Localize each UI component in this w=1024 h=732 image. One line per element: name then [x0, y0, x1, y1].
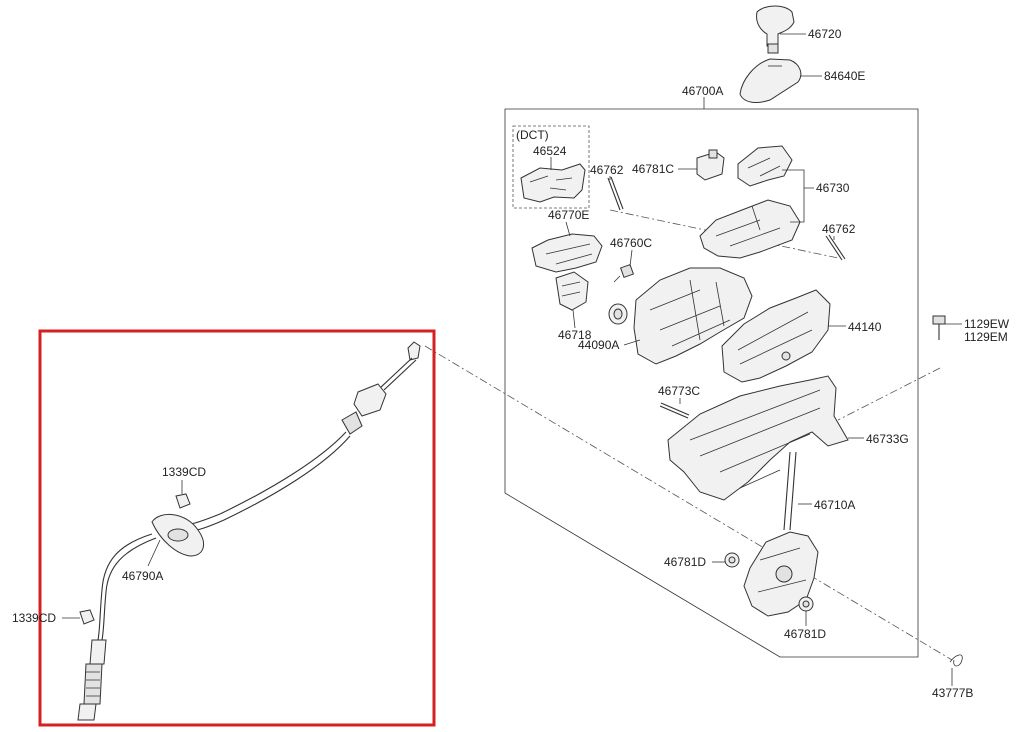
base-46733G	[667, 375, 849, 501]
label-46781D-left: 46781D	[664, 555, 706, 569]
label-dct: (DCT)	[516, 128, 549, 142]
bushing-46781D-left	[724, 552, 740, 568]
dct-module	[520, 163, 586, 203]
pin-46773C	[659, 402, 690, 419]
bushing-46781D-right	[798, 596, 814, 612]
label-46770E: 46770E	[548, 208, 589, 222]
bracket-46781C	[696, 149, 725, 181]
bolt-46762-right	[825, 234, 846, 261]
highlight-box	[38, 329, 436, 727]
nut-1339CD-upper	[175, 493, 191, 509]
dct-box	[512, 125, 590, 209]
centerline-1129	[837, 367, 941, 421]
label-46773C: 46773C	[658, 384, 700, 398]
shift-housing-44090A	[633, 267, 753, 365]
lever-46710A	[743, 451, 819, 617]
bolt-1129	[932, 315, 946, 340]
label-46524: 46524	[533, 144, 567, 158]
roller	[608, 303, 628, 325]
label-46733G: 46733G	[866, 432, 909, 446]
shift-boot	[739, 58, 802, 103]
assembly-frame	[504, 108, 919, 658]
cover-44140	[721, 289, 831, 383]
shift-cable-46790A	[77, 341, 421, 721]
label-46710A: 46710A	[814, 498, 855, 512]
label-44140: 44140	[848, 320, 882, 334]
nut-1339CD-lower	[79, 609, 95, 625]
label-46718: 46718	[558, 328, 592, 342]
label-46781D-right: 46781D	[784, 627, 826, 641]
label-46781C: 46781C	[632, 162, 674, 176]
shift-knob	[756, 5, 795, 54]
label-84640E: 84640E	[824, 69, 865, 83]
lever-bracket-46730-lower	[699, 199, 801, 259]
label-46700A: 46700A	[682, 84, 723, 98]
pin-46760C	[613, 263, 635, 283]
label-46790A: 46790A	[122, 569, 163, 583]
detent-46770E	[531, 233, 603, 273]
label-43777B: 43777B	[932, 686, 973, 700]
label-44090A: 44090A	[578, 338, 619, 352]
label-1339CD-lower: 1339CD	[12, 611, 56, 625]
label-1129EM: 1129EM	[964, 330, 1008, 344]
label-46730: 46730	[816, 181, 850, 195]
clip-43777B	[949, 654, 963, 667]
label-46762-left: 46762	[590, 163, 624, 177]
label-46720: 46720	[808, 27, 842, 41]
bolt-46762-left	[607, 176, 624, 211]
label-46760C: 46760C	[610, 236, 652, 250]
label-1129EW: 1129EW	[964, 317, 1010, 331]
lever-bracket-46730	[737, 145, 793, 187]
centerline-cable	[424, 345, 953, 661]
label-46762-right: 46762	[822, 222, 856, 236]
label-1339CD-upper: 1339CD	[162, 465, 206, 479]
part-46718	[555, 271, 589, 311]
